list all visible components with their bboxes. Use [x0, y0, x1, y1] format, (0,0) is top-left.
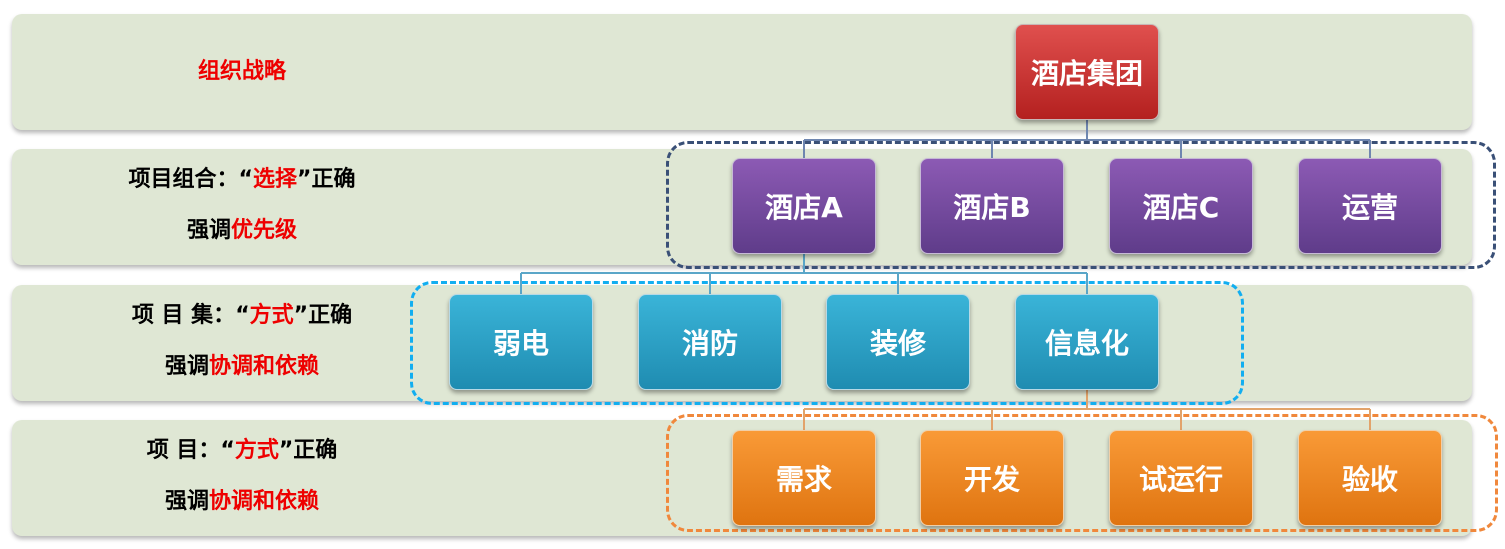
portfolio-label-line1-part-3: ”正确 — [297, 167, 356, 192]
level-label-strategy: 组织战略 — [12, 47, 472, 97]
node-requirements: 需求 — [732, 430, 876, 526]
level-label-program-line1: 项 目 集：“方式”正确 — [12, 291, 472, 341]
level-label-portfolio-line2: 强调优先级 — [12, 206, 472, 256]
node-informatization: 信息化 — [1015, 294, 1159, 390]
level-label-portfolio-line1: 项目组合：“选择”正确 — [12, 155, 472, 205]
project-group-outline — [666, 414, 1498, 532]
node-operations: 运营 — [1298, 158, 1442, 254]
level-label-program-line2: 强调协调和依赖 — [12, 342, 472, 392]
program-label-line2-part-0: 强调 — [164, 354, 209, 379]
node-hotel-c: 酒店C — [1109, 158, 1253, 254]
project-label-line1-part-3: ”正确 — [278, 438, 338, 463]
program-label-line1-part-2: 方式 — [249, 303, 294, 328]
node-hotel-group: 酒店集团 — [1015, 24, 1159, 120]
portfolio-label-line1-part-1: “ — [238, 167, 253, 192]
portfolio-group-outline — [666, 141, 1496, 269]
node-hotel-b: 酒店B — [920, 158, 1064, 254]
level-label-project-line2: 强调协调和依赖 — [12, 477, 472, 527]
node-trial-run: 试运行 — [1109, 430, 1253, 526]
strategy-label-part-0: 组织战略 — [197, 59, 286, 84]
level-band-strategy: 组织战略 — [12, 14, 1472, 130]
node-fire-protection: 消防 — [638, 294, 782, 390]
portfolio-label-line2-part-0: 强调 — [186, 218, 231, 243]
portfolio-label-line1-part-0: 项目组合： — [128, 167, 239, 192]
node-low-voltage: 弱电 — [449, 294, 593, 390]
level-label-project-line1: 项 目：“方式”正确 — [12, 426, 472, 476]
program-label-line1-part-3: ”正确 — [293, 303, 353, 328]
node-development: 开发 — [920, 430, 1064, 526]
node-acceptance: 验收 — [1298, 430, 1442, 526]
project-label-line1-part-0: 项 目： — [146, 438, 221, 463]
program-label-line1-part-0: 项 目 集： — [131, 303, 236, 328]
portfolio-label-line2-part-1: 优先级 — [231, 218, 298, 243]
program-group-outline — [410, 281, 1244, 405]
portfolio-label-line1-part-2: 选择 — [253, 167, 298, 192]
program-label-line2-part-1: 协调和依赖 — [209, 354, 320, 379]
project-label-line2-part-0: 强调 — [164, 489, 209, 514]
project-label-line1-part-1: “ — [220, 438, 235, 463]
node-decoration: 装修 — [826, 294, 970, 390]
program-label-line1-part-1: “ — [235, 303, 250, 328]
node-hotel-a: 酒店A — [732, 158, 876, 254]
project-label-line2-part-1: 协调和依赖 — [209, 489, 320, 514]
project-label-line1-part-2: 方式 — [234, 438, 279, 463]
